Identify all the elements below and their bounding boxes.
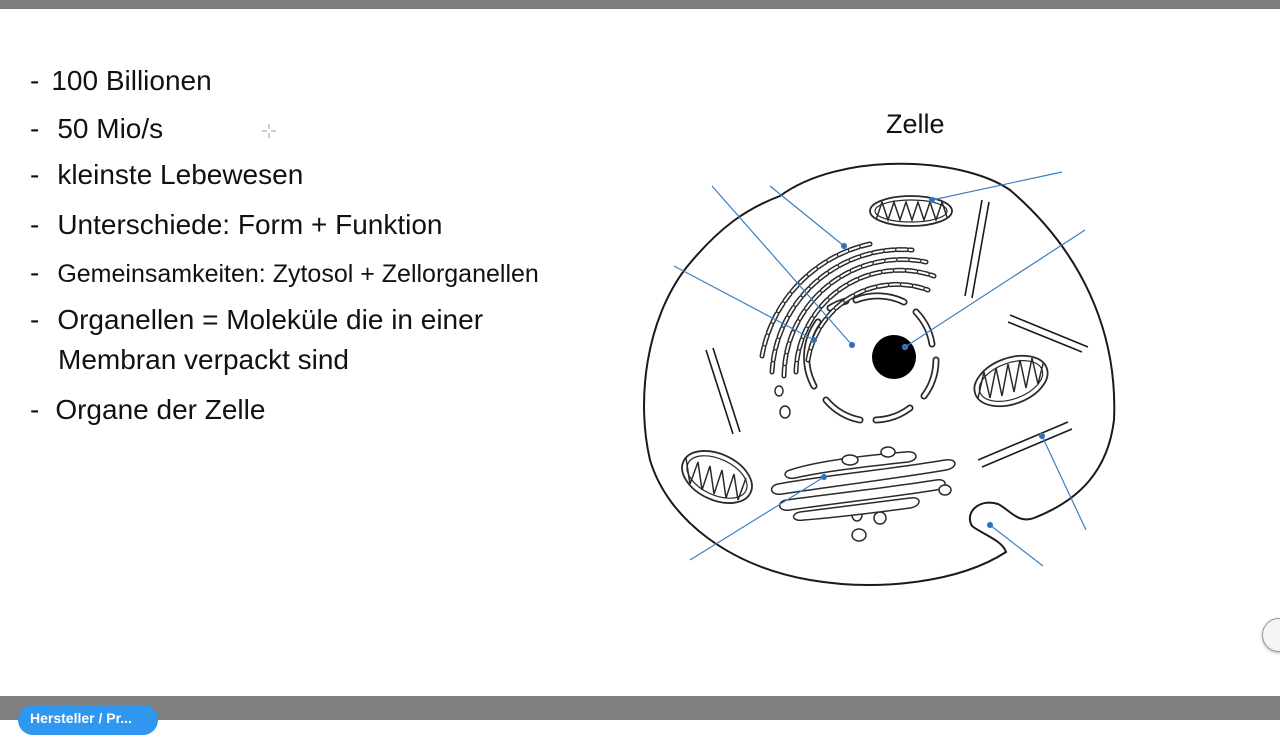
- bullet-dash: -: [30, 65, 40, 96]
- cell-diagram: [643, 162, 1116, 586]
- label-lines: [673, 171, 1087, 567]
- cytoskeleton: [705, 199, 1089, 468]
- bullet-text: kleinste Lebewesen: [57, 159, 304, 190]
- crosshair-cursor-icon: [262, 124, 276, 138]
- bullet-1: -100 Billionen: [30, 64, 212, 98]
- bottom-pill-button[interactable]: Hersteller / Pr...: [18, 705, 158, 735]
- bullet-4: -Unterschiede: Form + Funktion: [30, 208, 443, 242]
- mitochondrion-top: [869, 195, 953, 227]
- bottom-bar: [0, 696, 1280, 720]
- mitochondrion-left: [681, 450, 753, 504]
- bullet-text: 50 Mio/s: [57, 113, 164, 144]
- bullet-text: Organe der Zelle: [55, 394, 266, 425]
- mitochondrion-right: [973, 354, 1049, 408]
- diagram-title: Zelle: [886, 109, 945, 139]
- bullet-text: 100 Billionen: [51, 65, 212, 96]
- bullet-text: Gemeinsamkeiten: Zytosol + Zellorganelle…: [57, 260, 539, 288]
- bullet-text: Organellen = Moleküle die in einer: [57, 304, 484, 335]
- bullet-2: -50 Mio/s: [30, 112, 163, 146]
- bullet-text: Unterschiede: Form + Funktion: [57, 209, 443, 240]
- bullet-dash: -: [30, 113, 40, 144]
- bullet-6-continuation: Membran verpackt sind: [58, 344, 350, 375]
- bullet-7: -Organe der Zelle: [30, 393, 265, 427]
- bullet-dash: -: [30, 394, 40, 425]
- bullet-dash: -: [30, 257, 40, 288]
- bullet-3: -kleinste Lebewesen: [30, 158, 303, 192]
- bullet-dash: -: [30, 159, 40, 190]
- cell-membrane: [643, 162, 1116, 586]
- bullet-5: -Gemeinsamkeiten: Zytosol + Zellorganell…: [30, 256, 539, 291]
- bullet-dash: -: [30, 304, 40, 335]
- bullet-dash: -: [30, 209, 40, 240]
- nucleolus: [872, 335, 916, 379]
- top-bar: [0, 0, 1280, 9]
- bullet-6: -Organellen = Moleküle die in einer: [30, 303, 483, 337]
- golgi-apparatus: [770, 446, 956, 522]
